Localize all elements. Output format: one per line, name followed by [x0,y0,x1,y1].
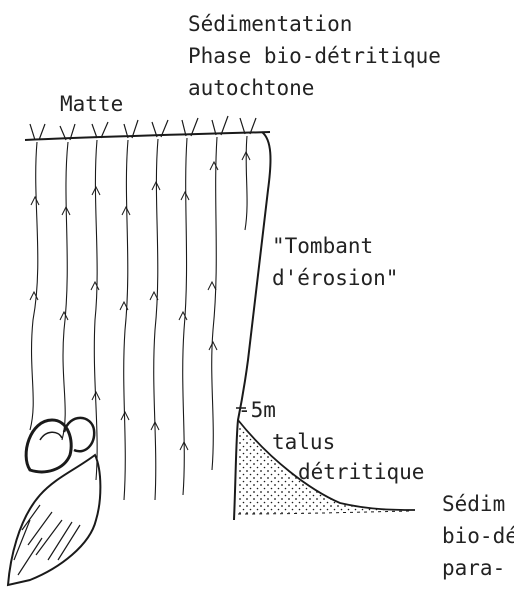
label-sedimentation-right: Sédim [442,492,505,516]
label-erosion: d'érosion" [272,266,398,290]
rhizome-arrowheads [30,152,250,450]
label-depth-5m: -5m [238,398,276,422]
label-autochtone: autochtone [188,76,314,100]
label-phase-bio-detritique: Phase bio-détritique [188,44,441,68]
rhizome-strands [30,136,247,500]
matte-surface-line [25,132,270,140]
shell-sketch [8,418,100,585]
label-para-right: para- [442,556,505,580]
label-tombant: "Tombant [272,234,373,258]
label-bio-detritique-right: bio-dé [442,524,514,548]
label-detritique: détritique [298,460,424,484]
label-talus: talus [272,430,335,454]
label-matte: Matte [60,92,123,116]
label-sedimentation: Sédimentation [188,12,352,36]
